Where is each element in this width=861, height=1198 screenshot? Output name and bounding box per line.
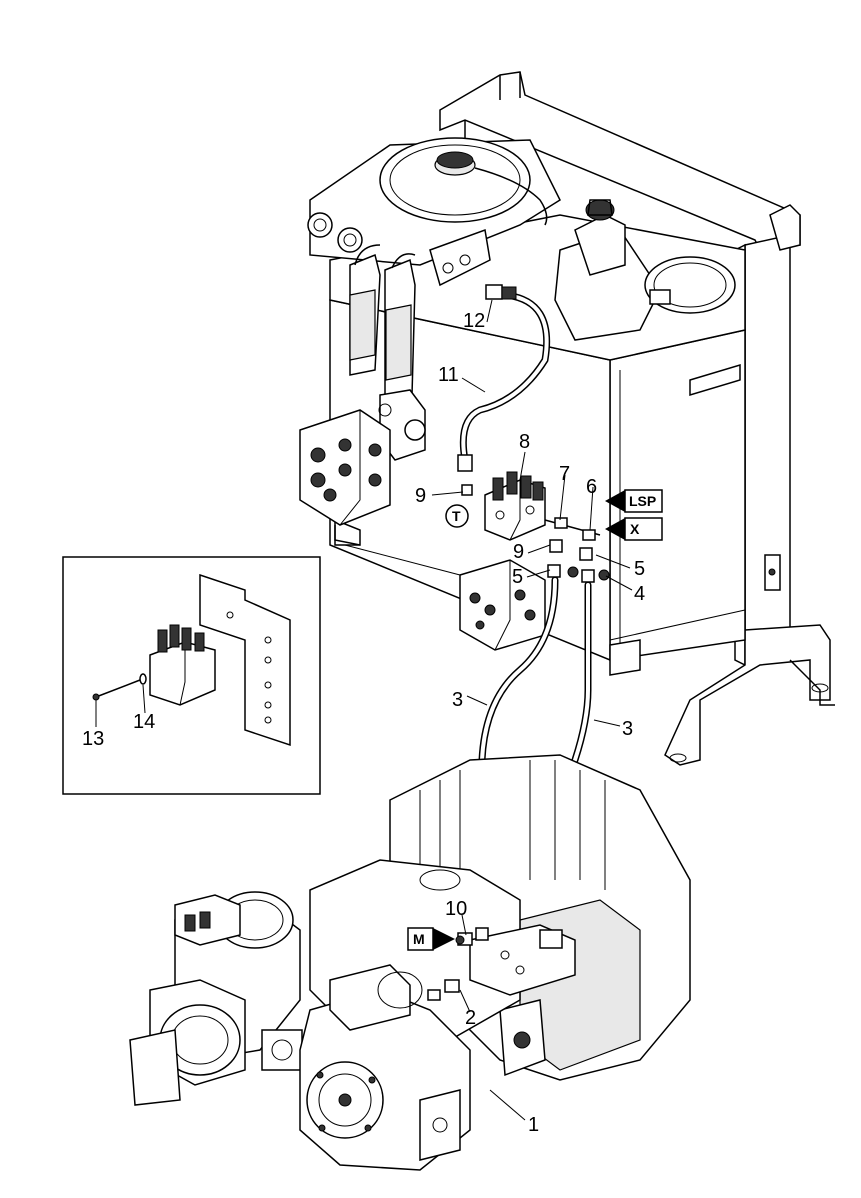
callout-9-upper: 9 (415, 485, 426, 507)
pump-assembly (129, 754, 691, 1171)
callout-3-right: 3 (622, 718, 633, 740)
left-valve-block (299, 409, 391, 546)
hose-11 (457, 284, 551, 472)
flag-lsp-label: LSP (629, 493, 656, 509)
callout-14: 14 (133, 711, 155, 733)
flag-m-label: M (413, 931, 425, 947)
flag-t: T (445, 504, 469, 528)
flag-m: M (407, 927, 455, 951)
return-filter-assembly (554, 199, 736, 341)
mounting-frame (439, 71, 835, 766)
callout-labels: 1 2 3 3 4 5 5 6 7 8 9 9 10 11 12 13 14 (82, 310, 645, 1136)
port-flags: LSP X M T (407, 489, 663, 951)
callout-8: 8 (519, 431, 530, 453)
callout-6: 6 (586, 476, 597, 498)
callout-7: 7 (559, 463, 570, 485)
callout-10: 10 (445, 898, 467, 920)
inset-detail (62, 556, 321, 795)
flag-x-label: X (630, 521, 640, 537)
flag-x: X (605, 517, 663, 541)
leader-lines (95, 299, 633, 1121)
callout-5-right: 5 (634, 558, 645, 580)
callout-9-lower: 9 (513, 541, 524, 563)
lower-manifold (344, 544, 546, 651)
pump-fittings (427, 927, 489, 1001)
callout-4: 4 (634, 583, 645, 605)
callout-12: 12 (463, 310, 485, 332)
tank-top-assembly (307, 137, 561, 287)
flag-t-label: T (452, 508, 461, 524)
valve-8 (484, 471, 546, 541)
callout-13: 13 (82, 728, 104, 750)
flag-lsp: LSP (605, 489, 663, 513)
suction-tubes (349, 244, 426, 461)
callout-1: 1 (528, 1114, 539, 1136)
callout-3-left: 3 (452, 689, 463, 711)
callout-5-left: 5 (512, 566, 523, 588)
callout-2: 2 (465, 1007, 476, 1029)
callout-11: 11 (438, 364, 459, 386)
fittings-group (461, 484, 610, 583)
